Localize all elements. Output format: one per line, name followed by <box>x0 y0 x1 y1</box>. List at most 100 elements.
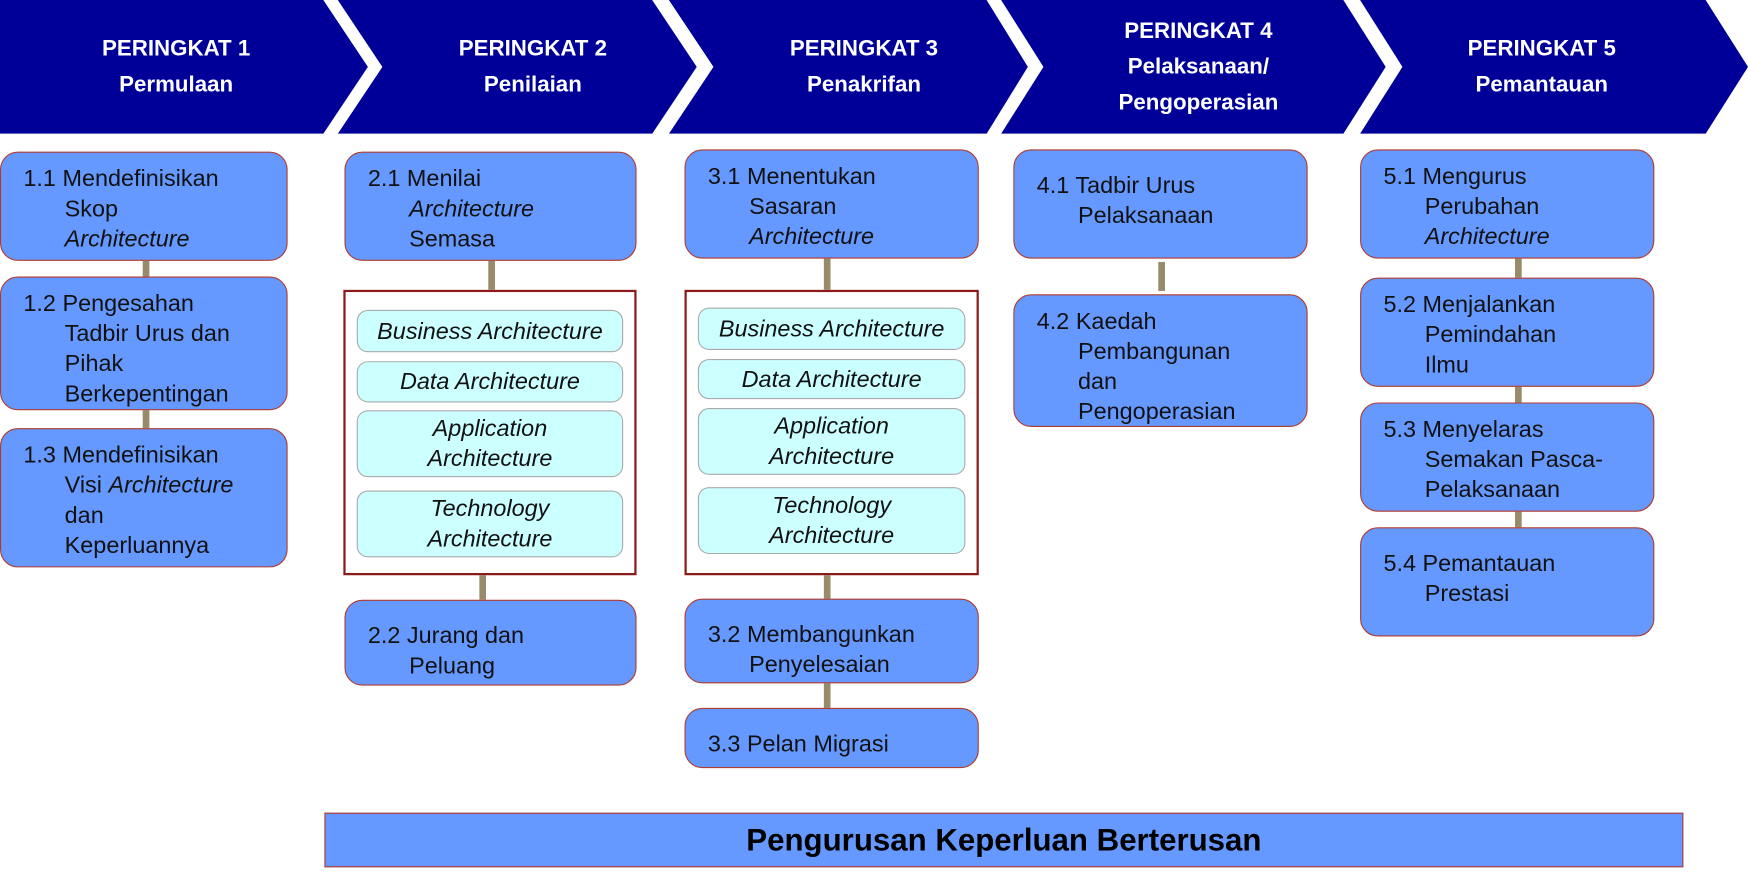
step-text: Prestasi <box>1424 580 1510 607</box>
step-text-line: Penyelesaian <box>708 650 969 680</box>
stage-subtitle: Penilaian <box>483 72 582 97</box>
stage-header-2: PERINGKAT 2 Penilaian <box>388 0 678 134</box>
step-text-line: Perubahan <box>1383 192 1644 222</box>
step-text: Semakan Pasca- <box>1424 447 1603 473</box>
stage-subtitle: Pemantauan <box>1475 72 1609 97</box>
step-text-line: 3.3 Pelan Migrasi <box>708 729 969 759</box>
stage-title: PERINGKAT 3 <box>789 36 939 62</box>
architecture-domain-label: Data Architecture <box>399 368 580 395</box>
stage-chevron-3 <box>668 0 1028 134</box>
connector-line <box>1515 258 1522 278</box>
step-text: 2.1 Menilai <box>367 166 482 192</box>
step-text-line: 1.1 Mendefinisikan <box>23 164 277 194</box>
architecture-domain-label: Data Architecture <box>741 366 922 392</box>
stage-subtitle: Permulaan <box>119 72 234 97</box>
step-text: Peluang <box>409 653 496 679</box>
step-text-line: Architecture <box>23 224 277 254</box>
step-text-line: Pemindahan <box>1383 320 1644 350</box>
step-text: 1.3 Mendefinisikan <box>23 442 219 469</box>
step-text-line: Sasaran <box>708 192 969 222</box>
stage-header-3: PERINGKAT 3 Penakrifan <box>719 0 1009 134</box>
step-text-line: Semakan Pasca- <box>1383 445 1644 475</box>
step-text-line: Pelaksanaan <box>1383 475 1644 505</box>
stage-subtitle: Penakrifan <box>806 72 921 97</box>
step-text-italic: Architecture <box>1424 224 1550 250</box>
step-text-line: 3.2 Membangunkan <box>708 620 969 650</box>
architecture-domain-label: Business Architecture <box>377 318 603 344</box>
step-text-line: 1.3 Mendefinisikan <box>23 440 277 470</box>
step-text-line: dan <box>1037 367 1298 397</box>
stage-chevron-2 <box>337 0 697 134</box>
step-box: 3.3 Pelan Migrasi <box>684 707 979 769</box>
stage-subtitle: Pelaksanaan/ <box>1127 54 1270 80</box>
stage-chevron-5 <box>1360 0 1748 134</box>
architecture-domain-label: Application <box>432 415 548 442</box>
step-text-italic: Architecture <box>409 196 535 222</box>
step-text: 5.2 Menjalankan <box>1383 292 1556 318</box>
step-text-line: Architecture <box>1383 222 1644 252</box>
connector-line <box>142 410 150 429</box>
step-text: 3.2 Membangunkan <box>707 622 915 648</box>
step-text: 3.3 Pelan Migrasi <box>707 731 889 757</box>
continuous-requirements-bar: Pengurusan Keperluan Berterusan <box>324 812 1684 868</box>
step-text-line: 2.2 Jurang dan <box>368 621 627 651</box>
step-text: 4.2 Kaedah <box>1036 308 1157 335</box>
architecture-domain-box: Business Architecture <box>697 307 966 351</box>
architecture-domain-label: Architecture <box>427 526 553 552</box>
architecture-domain-box: Data Architecture <box>697 358 966 400</box>
step-text: Keperluannya <box>64 532 210 559</box>
connector-line <box>823 575 831 599</box>
step-text-line: Prestasi <box>1383 579 1644 609</box>
step-text: 1.2 Pengesahan <box>23 290 194 317</box>
step-text: 5.3 Menyelaras <box>1383 416 1544 443</box>
step-text: Semasa <box>409 226 496 252</box>
step-text: Skop <box>64 196 119 222</box>
step-text: 5.1 Mengurus <box>1383 163 1527 190</box>
step-text-italic: Architecture <box>64 226 190 252</box>
step-text-line: Pembangunan <box>1037 337 1298 367</box>
architecture-domain-label: Architecture <box>769 522 895 549</box>
step-text: Tadbir Urus dan <box>64 321 230 347</box>
architecture-domain-label: Architecture <box>427 445 553 472</box>
step-text-line: Visi Architecture <box>23 470 277 500</box>
step-text-line: 2.1 Menilai <box>368 164 627 194</box>
step-text: Pengoperasian <box>1078 399 1236 425</box>
connector-line <box>1515 386 1522 403</box>
stage-subtitle: Pengoperasian <box>1118 90 1279 115</box>
step-text: Visi <box>64 472 109 499</box>
step-text-line: 5.3 Menyelaras <box>1383 415 1644 445</box>
connector-line <box>1515 511 1522 528</box>
step-text-line: 5.4 Pemantauan <box>1383 548 1644 578</box>
step-text: Pelaksanaan <box>1424 477 1561 503</box>
step-text: dan <box>64 502 104 529</box>
step-text: Sasaran <box>749 193 837 220</box>
step-text: Pemindahan <box>1424 322 1557 348</box>
architecture-domain-box: Data Architecture <box>356 361 624 403</box>
step-text-line: Pihak <box>23 349 277 379</box>
step-text: Pelaksanaan <box>1078 202 1214 229</box>
step-text-line: 4.1 Tadbir Urus <box>1037 171 1298 201</box>
step-text: 2.2 Jurang dan <box>367 623 525 649</box>
step-text-line: Berkepentingan <box>23 379 277 409</box>
step-text-line: Tadbir Urus dan <box>23 319 277 349</box>
architecture-domain-label: Business Architecture <box>718 316 945 342</box>
architecture-domain-label: Technology <box>772 492 892 519</box>
stage-title: PERINGKAT 2 <box>458 36 607 62</box>
step-text-line: Ilmu <box>1383 350 1644 380</box>
step-text-line: Skop <box>23 194 277 224</box>
step-text-italic: Architecture <box>108 472 234 499</box>
